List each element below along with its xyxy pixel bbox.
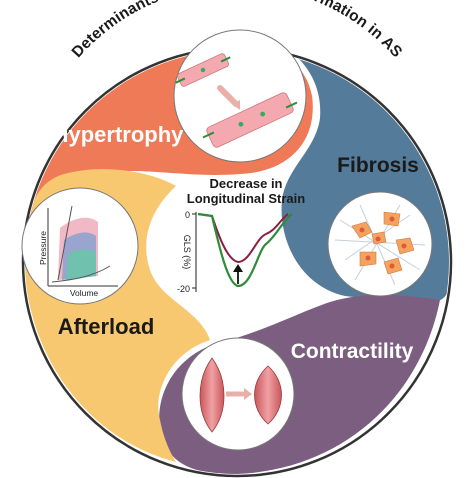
normal-strain-curve	[197, 212, 293, 288]
pv-x-label: Volume	[70, 288, 99, 298]
tick-zero: 0	[185, 210, 190, 220]
growth-arrow-icon	[217, 85, 239, 107]
center-heading-line1: Decrease in	[210, 176, 283, 191]
center-heading-line2: Longitudinal Strain	[187, 191, 305, 206]
contracted-muscle-icon	[254, 365, 282, 425]
pv-loop-low	[66, 249, 96, 280]
afterload-label: Afterload	[58, 314, 155, 339]
pv-y-label: Pressure	[38, 231, 48, 265]
afterload-illustration: Pressure Volume	[21, 187, 139, 305]
tick-minus-20: -20	[177, 284, 190, 294]
contractility-label: Contractility	[291, 340, 414, 363]
small-myocyte-icon	[175, 53, 231, 87]
hypertrophy-illustration	[173, 29, 307, 163]
large-myocyte-icon	[202, 92, 298, 148]
fibrosis-label: Fibrosis	[337, 154, 419, 177]
strain-chart: Decrease in Longitudinal Strain 0 -20 GL…	[177, 176, 305, 294]
fibrosis-illustration	[327, 191, 433, 297]
relaxed-muscle-icon	[199, 357, 225, 433]
gls-axis-label: GLS (%)	[182, 235, 192, 270]
reduced-strain-curve	[197, 213, 289, 264]
hypertrophy-label: Hypertrophy	[53, 122, 185, 147]
contractility-illustration	[181, 337, 295, 451]
